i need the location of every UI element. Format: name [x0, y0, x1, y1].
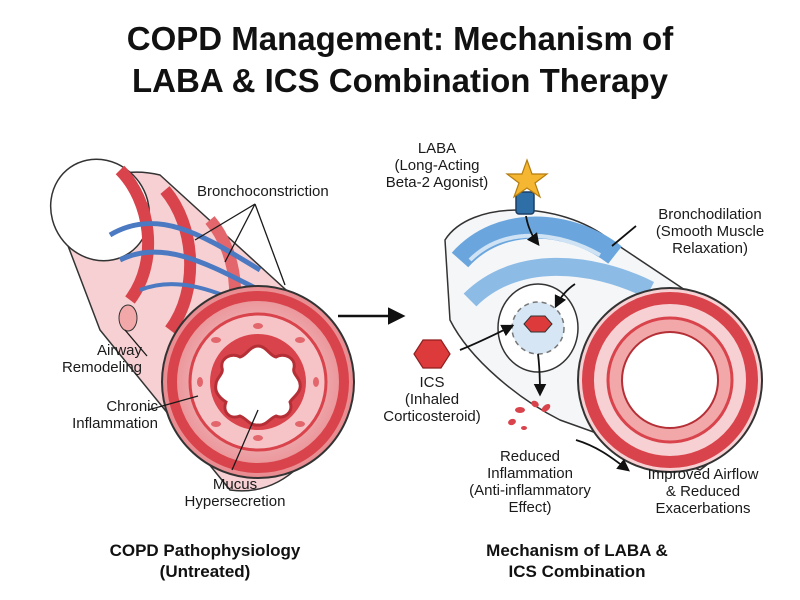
treated-cross-section-cartilage [582, 292, 758, 468]
caption-untreated: COPD Pathophysiology (Untreated) [95, 540, 315, 582]
label-laba-line-1: LABA [417, 140, 457, 157]
label-laba: LABA (Long-Acting Beta-2 Agonist) [377, 140, 497, 191]
label-improved-airflow-line-1: Improved Airflow [647, 466, 759, 483]
relaxed-muscle-band-2 [463, 257, 655, 307]
label-reduced-inflammation-line-2: Inflammation [487, 465, 573, 482]
label-airway-remodeling: Airway Remodeling [20, 342, 142, 376]
open-lumen [621, 331, 719, 429]
caption-treated-line-1: Mechanism of LABA & [486, 541, 668, 560]
label-chronic-inflammation-line-2: Inflammation [72, 415, 158, 432]
label-reduced-inflammation-line-1: Reduced [499, 448, 561, 465]
label-mucus-hypersecretion: Mucus Hypersecretion [170, 476, 300, 510]
label-ics-line-3: Corticosteroid) [383, 408, 481, 425]
label-laba-line-2: (Long-Acting [394, 157, 480, 174]
label-airway-remodeling-line-1: Airway [96, 342, 142, 359]
untreated-muscle-band-1 [108, 221, 262, 273]
untreated-cartilage-band-1 [115, 165, 155, 304]
label-airway-remodeling-line-2: Remodeling [61, 359, 142, 376]
label-chronic-inflammation: Chronic Inflammation [20, 398, 158, 432]
airway-remodeling-patch [118, 304, 138, 332]
treated-airway-illustration [413, 158, 763, 473]
label-mucus-hypersecretion-line-1: Mucus [212, 476, 258, 493]
label-bronchodilation-line-1: Bronchodilation [658, 206, 762, 223]
relaxed-muscle-band-1 [451, 216, 622, 268]
label-mucus-hypersecretion-line-2: Hypersecretion [184, 493, 286, 510]
label-improved-airflow-line-3: Exacerbations [655, 500, 751, 517]
untreated-gland-dots [197, 323, 319, 441]
narrowed-lumen [214, 344, 302, 427]
label-ics-line-2: (Inhaled [404, 391, 460, 408]
inflammation-fragments [508, 400, 551, 430]
beta2-receptor [515, 191, 535, 215]
caption-untreated-line-2: (Untreated) [159, 562, 251, 581]
caption-treated-line-2: ICS Combination [508, 562, 646, 581]
untreated-airway-illustration [49, 158, 355, 492]
label-ics: ICS (Inhaled Corticosteroid) [370, 374, 494, 425]
label-improved-airflow-line-2: & Reduced [665, 483, 741, 500]
label-reduced-inflammation-line-3: (Anti-inflammatory [469, 482, 591, 499]
untreated-leader-lines [124, 203, 286, 471]
label-bronchodilation-line-2: (Smooth Muscle [655, 223, 765, 240]
label-chronic-inflammation-line-1: Chronic [106, 398, 158, 415]
label-improved-airflow: Improved Airflow & Reduced Exacerbations [628, 466, 778, 517]
hexagon-icon [413, 339, 451, 369]
caption-untreated-line-1: COPD Pathophysiology [109, 541, 301, 560]
label-bronchodilation: Bronchodilation (Smooth Muscle Relaxatio… [640, 206, 780, 257]
star-icon [505, 158, 549, 199]
label-reduced-inflammation: Reduced Inflammation (Anti-inflammatory … [455, 448, 605, 516]
untreated-cross-section-cartilage [167, 291, 349, 473]
label-laba-line-3: Beta-2 Agonist) [385, 174, 489, 191]
ics-molecule-in-cell [523, 315, 553, 333]
label-ics-line-1: ICS [419, 374, 445, 391]
label-bronchoconstriction: Bronchoconstriction [197, 183, 329, 200]
page-title-line-1: COPD Management: Mechanism of [126, 20, 674, 57]
label-reduced-inflammation-line-4: Effect) [508, 499, 552, 516]
page-title-line-2: LABA & ICS Combination Therapy [132, 62, 668, 99]
caption-treated: Mechanism of LABA & ICS Combination [462, 540, 692, 582]
treated-arrows [459, 215, 637, 472]
label-bronchodilation-line-3: Relaxation) [672, 240, 748, 257]
